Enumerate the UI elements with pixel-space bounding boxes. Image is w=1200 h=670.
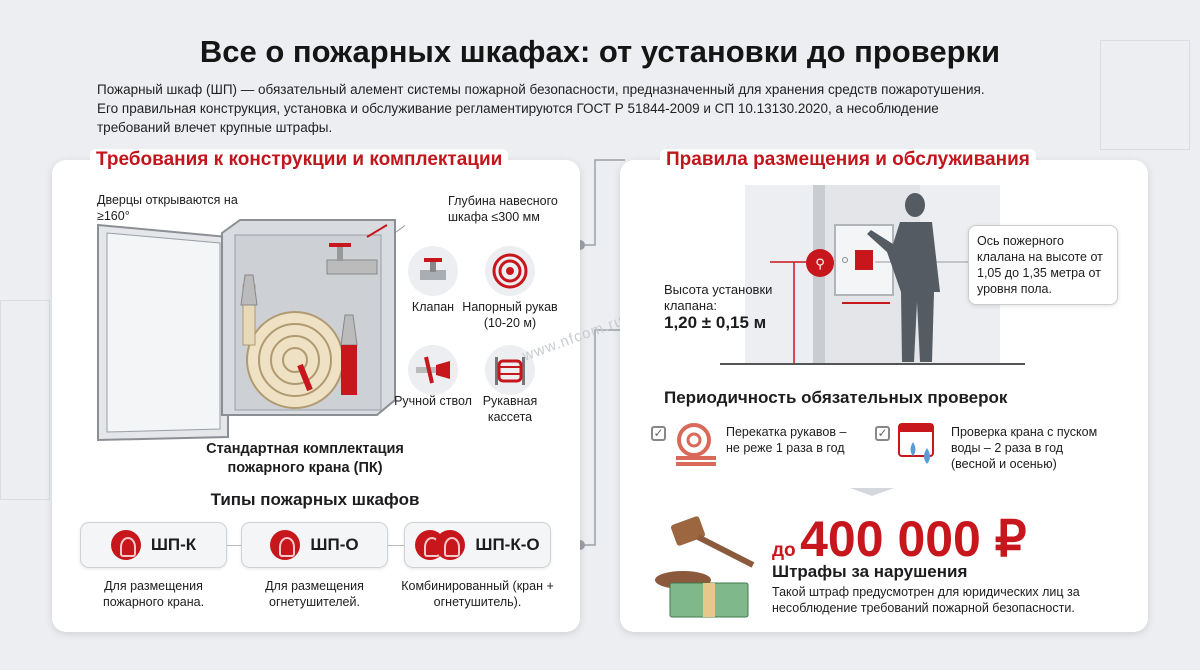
axis-callout: Ось пожерного клалана на высоте от 1,05 … bbox=[968, 225, 1118, 305]
check-item: Проверка крана с пуском воды – 2 раза в … bbox=[951, 425, 1098, 471]
component-label: Напорный рукав (10-20 м) bbox=[462, 300, 558, 330]
type-description: Для размещения огнетушителей. bbox=[265, 579, 364, 609]
fine-description: Такой штраф предусмотрен для юридических… bbox=[772, 585, 1080, 615]
fine-title: Штрафы за нарушения bbox=[772, 562, 968, 581]
type-shp-o: ШП-О bbox=[241, 522, 388, 568]
svg-text:⚲: ⚲ bbox=[815, 257, 825, 272]
cabinet-illustration bbox=[97, 219, 405, 442]
door-note: Дверцы открываются на ≥160° bbox=[97, 193, 238, 223]
installation-scene: ⚲ bbox=[720, 185, 1025, 365]
valve-icon bbox=[408, 246, 458, 296]
depth-note: Глубина навесного шкафа ≤300 мм bbox=[448, 194, 558, 224]
type-code: ШП-К-О bbox=[475, 535, 540, 554]
page-title: Все о пожарных шкафах: от установки до п… bbox=[199, 34, 1001, 69]
hose-reel-icon bbox=[485, 345, 535, 395]
hose-roll-icon bbox=[676, 423, 716, 466]
fine-amount: до 400 000 ₽ bbox=[772, 510, 1027, 568]
checks-title: Периодичность обязательных проверок bbox=[664, 388, 1008, 407]
type-description: Комбинированный (кран + огнетушитель). bbox=[401, 579, 554, 609]
types-title: Типы пожарных шкафов bbox=[210, 490, 420, 509]
checkbox-icon: ✓ bbox=[875, 426, 890, 441]
height-value: 1,20 ± 0,15 м bbox=[664, 313, 767, 332]
background-decor bbox=[0, 300, 50, 500]
check-item: Перекатка рукавов – не реже 1 раза в год bbox=[726, 425, 847, 455]
background-decor bbox=[1100, 40, 1190, 150]
type-description: Для размещения пожарного крана. bbox=[102, 579, 205, 609]
hose-icon bbox=[485, 246, 535, 296]
gavel-money-icon bbox=[655, 516, 755, 618]
divider bbox=[227, 545, 241, 546]
hose-reel-icon bbox=[110, 530, 141, 560]
height-label: Высота установки клапана: bbox=[664, 282, 773, 313]
component-label: Ручной ствол bbox=[394, 394, 472, 408]
divider bbox=[388, 545, 404, 546]
component-label: Клапан bbox=[411, 300, 455, 314]
fine-value: 400 000 ₽ bbox=[800, 511, 1027, 567]
type-shp-k: ШП-К bbox=[80, 522, 227, 568]
type-code: ШП-О bbox=[310, 535, 359, 554]
nozzle-icon bbox=[408, 345, 458, 395]
extinguisher-icon bbox=[270, 530, 301, 560]
extinguisher-icon bbox=[435, 530, 466, 560]
intro-text: Пожарный шкаф (ШП) — обязательный алемен… bbox=[97, 82, 985, 135]
type-code: ШП-К bbox=[150, 535, 197, 554]
requirements-header: Требования к конструкции и комплектации bbox=[90, 149, 509, 171]
kit-caption: Стандартная комплектация пожарного крана… bbox=[206, 441, 404, 476]
calendar-water-icon bbox=[898, 423, 934, 464]
fine-prefix: до bbox=[772, 540, 796, 561]
placement-header: Правила размещения и обслуживания bbox=[660, 149, 1036, 171]
component-label: Рукавная кассета bbox=[482, 394, 538, 424]
type-shp-k-o: ШП-К-О bbox=[404, 522, 551, 568]
chevron-down-icon bbox=[850, 488, 894, 496]
checkbox-icon: ✓ bbox=[651, 426, 666, 441]
